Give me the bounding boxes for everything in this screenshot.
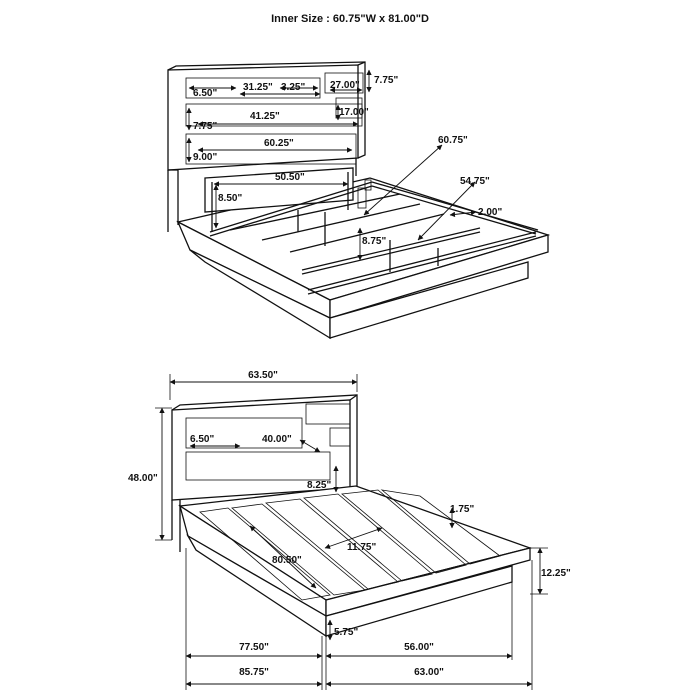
dim-top-31-25: 31.25" xyxy=(243,82,273,93)
dim-bottom-77-50: 77.50" xyxy=(239,642,269,653)
dim-bottom-5-75: 5.75" xyxy=(334,627,358,638)
dim-bottom-56-00: 56.00" xyxy=(404,642,434,653)
dim-bottom-12-25: 12.25" xyxy=(541,568,571,579)
dim-bottom-1-75: 1.75" xyxy=(450,504,474,515)
dim-bottom-8-25: 8.25" xyxy=(307,480,331,491)
dim-top-50-50: 50.50" xyxy=(275,172,305,183)
dim-bottom-48-00: 48.00" xyxy=(128,473,158,484)
dim-top-7-75-right: 7.75" xyxy=(374,75,398,86)
inner-size-title: Inner Size : 60.75"W x 81.00"D xyxy=(271,13,429,25)
top-dimension-lines xyxy=(186,69,477,261)
dim-top-8-75: 8.75" xyxy=(362,236,386,247)
dim-top-3-25: 3.25" xyxy=(281,82,305,93)
dim-top-60-75: 60.75" xyxy=(438,135,468,146)
dim-top-2-00: 2.00" xyxy=(478,207,502,218)
dim-top-8-50: 8.50" xyxy=(218,193,242,204)
top-view-drawing: 6.50" 31.25" 3.25" 27.00" 7.75" 17.00" 7… xyxy=(167,61,551,340)
dim-bottom-85-75: 85.75" xyxy=(239,667,269,678)
dim-top-27-00: 27.00" xyxy=(330,80,360,91)
dim-bottom-6-50: 6.50" xyxy=(190,434,214,445)
bottom-dimension-lines xyxy=(155,374,548,690)
top-headboard xyxy=(167,61,366,232)
dim-bottom-63-00: 63.00" xyxy=(414,667,444,678)
dim-top-9-00: 9.00" xyxy=(193,152,217,163)
dim-bottom-63-50: 63.50" xyxy=(248,370,278,381)
dim-bottom-11-75: 11.75" xyxy=(347,542,376,553)
dim-top-41-25: 41.25" xyxy=(250,111,280,122)
dim-top-17-00: 17.00" xyxy=(339,107,369,118)
dim-top-6-50: 6.50" xyxy=(193,88,217,99)
bottom-headboard xyxy=(171,394,358,552)
dim-top-7-75-left: 7.75" xyxy=(193,121,217,132)
bottom-view-drawing: 63.50" 48.00" 6.50" 40.00" 8.25" 1.75" 1… xyxy=(128,370,571,690)
dim-top-54-75: 54.75" xyxy=(460,176,490,187)
dim-bottom-40-00: 40.00" xyxy=(262,434,292,445)
dim-top-60-25: 60.25" xyxy=(264,138,294,149)
dim-bottom-80-50: 80.50" xyxy=(272,555,302,566)
